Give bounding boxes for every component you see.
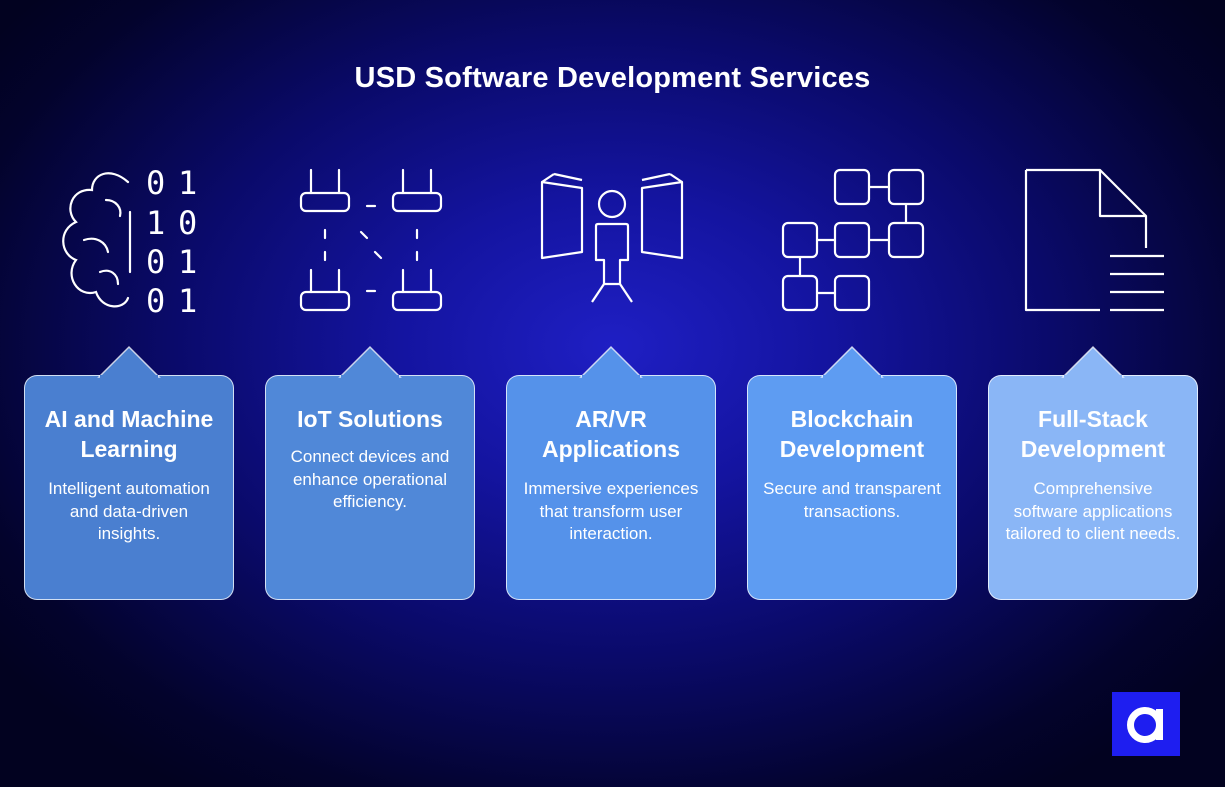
svg-text:0: 0 — [146, 164, 165, 202]
svg-text:0: 0 — [146, 243, 165, 281]
brand-a-logo-icon — [1112, 692, 1180, 756]
service-description: Intelligent automation and data-driven i… — [48, 479, 210, 543]
service-title: AI and Machine Learning — [44, 406, 214, 462]
iot-connected-devices-icon — [291, 160, 451, 320]
service-description: Connect devices and enhance operational … — [290, 447, 450, 511]
service-card-ai: AI and Machine Learning Intelligent auto… — [24, 345, 234, 600]
service-title: IoT Solutions — [297, 406, 443, 432]
page-title: USD Software Development Services — [354, 62, 871, 94]
svg-text:1: 1 — [146, 204, 165, 242]
svg-text:0: 0 — [146, 282, 165, 320]
service-title: Blockchain Development — [779, 406, 925, 462]
svg-text:0: 0 — [178, 204, 197, 242]
service-card-full-stack: Full-Stack Development Comprehensive sof… — [988, 345, 1198, 600]
blockchain-blocks-icon — [773, 160, 933, 320]
service-description: Comprehensive software applications tail… — [1005, 479, 1181, 543]
document-lines-icon — [1014, 160, 1174, 320]
ar-vr-person-panels-icon — [532, 160, 692, 320]
service-title: AR/VR Applications — [541, 406, 680, 462]
service-description: Secure and transparent transactions. — [763, 479, 941, 521]
service-card-ar-vr: AR/VR Applications Immersive experiences… — [506, 345, 716, 600]
service-card-blockchain: Blockchain Development Secure and transp… — [747, 345, 957, 600]
service-card-iot: IoT Solutions Connect devices and enhanc… — [265, 345, 475, 600]
svg-text:1: 1 — [178, 243, 197, 281]
service-description: Immersive experiences that transform use… — [523, 479, 699, 543]
service-title: Full-Stack Development — [1020, 406, 1166, 462]
svg-text:1: 1 — [178, 164, 197, 202]
svg-text:1: 1 — [178, 282, 197, 320]
